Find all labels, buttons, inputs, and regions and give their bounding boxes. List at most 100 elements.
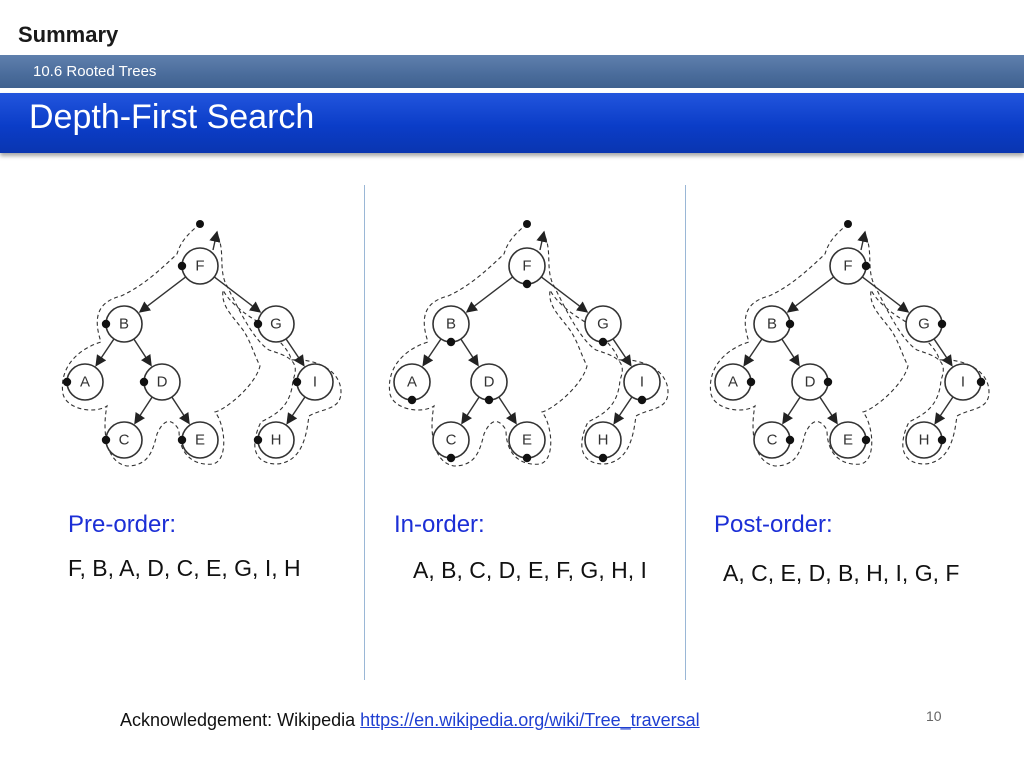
tree-node-F: F	[508, 247, 546, 285]
end-arrow	[536, 230, 548, 251]
svg-text:D: D	[157, 374, 168, 391]
tree-node-C: C	[753, 421, 791, 459]
tree-edge-F-B	[138, 276, 187, 313]
visit-dot	[861, 435, 871, 445]
svg-text:C: C	[119, 432, 130, 449]
tree-edge-G-I	[285, 338, 305, 367]
tree-node-D: D	[791, 363, 829, 401]
tree-node-E: E	[508, 421, 546, 459]
tree-edge-G-I	[933, 338, 953, 367]
svg-text:G: G	[270, 316, 282, 333]
svg-text:F: F	[522, 258, 531, 275]
tree-edge-B-A	[422, 338, 442, 367]
tree-node-E: E	[181, 421, 219, 459]
svg-text:D: D	[484, 374, 495, 391]
visit-dot	[522, 279, 532, 289]
visit-dot	[937, 319, 947, 329]
end-arrow	[209, 230, 221, 251]
tree-edge-D-C	[134, 396, 153, 425]
visit-dot	[976, 377, 986, 387]
svg-text:F: F	[195, 258, 204, 275]
tree-edge-F-B	[465, 276, 514, 313]
tree-edge-D-E	[819, 396, 838, 425]
svg-text:G: G	[597, 316, 609, 333]
svg-text:B: B	[767, 316, 777, 333]
preorder-tree-diagram: F B G A D I C E H	[61, 220, 342, 467]
end-arrow	[857, 230, 869, 251]
tree-edge-B-D	[781, 338, 800, 367]
wikipedia-link[interactable]: https://en.wikipedia.org/wiki/Tree_trave…	[360, 710, 700, 730]
tree-node-G: G	[584, 305, 622, 343]
visit-dot	[62, 377, 72, 387]
subsection-title: 10.6 Rooted Trees	[33, 63, 157, 80]
visit-dot	[139, 377, 149, 387]
tree-edge-G-I	[612, 338, 632, 367]
svg-text:H: H	[598, 432, 609, 449]
svg-text:A: A	[728, 374, 738, 391]
tree-edge-B-D	[460, 338, 479, 367]
svg-text:A: A	[80, 374, 90, 391]
svg-text:C: C	[767, 432, 778, 449]
visit-dot	[598, 453, 608, 463]
tree-node-F: F	[829, 247, 867, 285]
tree-edge-F-G	[213, 276, 262, 313]
tree-edge-D-E	[171, 396, 190, 425]
svg-text:I: I	[313, 374, 317, 391]
tree-edge-F-B	[786, 276, 835, 313]
header-separator	[0, 88, 1024, 93]
tree-node-A: A	[393, 363, 431, 401]
tree-node-B: B	[753, 305, 791, 343]
tree-node-C: C	[432, 421, 470, 459]
page-number: 10	[926, 708, 942, 724]
visit-dot	[446, 453, 456, 463]
svg-text:H: H	[919, 432, 930, 449]
tree-edge-I-H	[613, 396, 633, 425]
tree-node-I: I	[944, 363, 982, 401]
tree-edge-D-E	[498, 396, 517, 425]
tree-edge-D-C	[782, 396, 801, 425]
svg-text:E: E	[195, 432, 205, 449]
column-divider-2	[685, 185, 686, 680]
tree-edge-D-C	[461, 396, 480, 425]
acknowledgement: Acknowledgement: Wikipedia https://en.wi…	[120, 710, 700, 731]
svg-text:F: F	[843, 258, 852, 275]
tree-node-H: H	[257, 421, 295, 459]
tree-node-I: I	[296, 363, 334, 401]
tree-node-E: E	[829, 421, 867, 459]
tree-node-H: H	[584, 421, 622, 459]
tree-node-D: D	[470, 363, 508, 401]
preorder-sequence: F, B, A, D, C, E, G, I, H	[68, 555, 301, 581]
visit-dot	[598, 337, 608, 347]
tree-edge-B-D	[133, 338, 152, 367]
visit-dot	[823, 377, 833, 387]
traversal-contour	[709, 223, 990, 467]
visit-dot	[177, 261, 187, 271]
svg-text:E: E	[843, 432, 853, 449]
visit-dot	[101, 319, 111, 329]
visit-dot	[785, 435, 795, 445]
tree-node-H: H	[905, 421, 943, 459]
svg-text:A: A	[407, 374, 417, 391]
visit-dot	[785, 319, 795, 329]
visit-dot	[292, 377, 302, 387]
start-dot	[196, 220, 204, 228]
svg-text:I: I	[640, 374, 644, 391]
tree-edge-I-H	[286, 396, 306, 425]
tree-node-I: I	[623, 363, 661, 401]
inorder-tree-diagram: F B G A D I C E H	[388, 220, 669, 467]
tree-node-G: G	[257, 305, 295, 343]
tree-node-D: D	[143, 363, 181, 401]
preorder-label: Pre-order:	[68, 511, 177, 538]
visit-dot	[522, 453, 532, 463]
svg-text:C: C	[446, 432, 457, 449]
subsection-bar: 10.6 Rooted Trees	[0, 55, 1024, 88]
visit-dot	[253, 435, 263, 445]
inorder-label: In-order:	[394, 511, 485, 538]
visit-dot	[407, 395, 417, 405]
tree-node-B: B	[105, 305, 143, 343]
visit-dot	[177, 435, 187, 445]
svg-text:B: B	[446, 316, 456, 333]
tree-node-C: C	[105, 421, 143, 459]
tree-node-A: A	[66, 363, 104, 401]
